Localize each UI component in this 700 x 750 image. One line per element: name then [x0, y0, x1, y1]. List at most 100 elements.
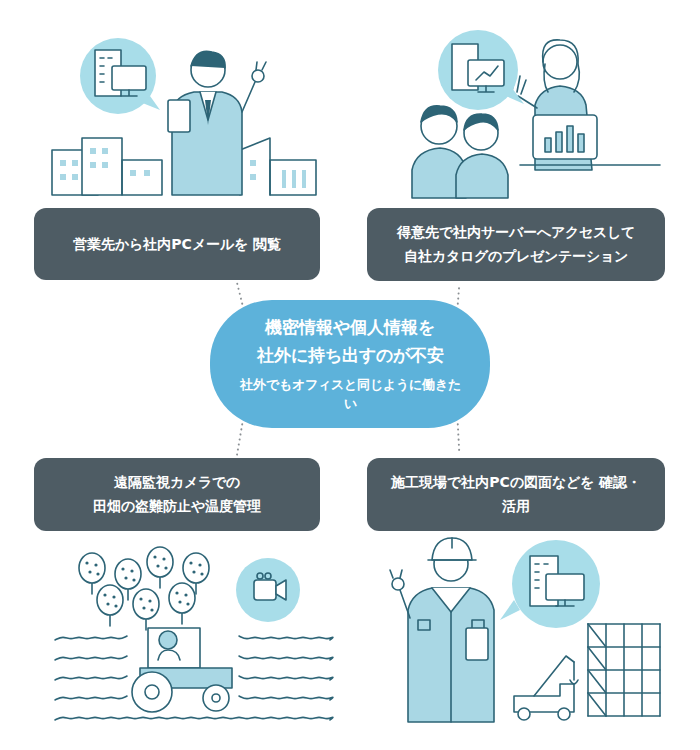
illustration-stroke: [97, 585, 123, 615]
illustration-stroke: [242, 82, 255, 112]
illustration-stroke: [558, 708, 570, 720]
illustration-stroke: [578, 134, 584, 152]
illustration-stroke: [302, 170, 306, 188]
illustration-stroke: [212, 694, 220, 702]
construction-worker: [390, 538, 494, 722]
central-concern-pill: 機密情報や個人情報を 社外に持ち出すのが不安社外でもオフィスと同じように働きたい: [210, 300, 490, 427]
concern-subtext: 社外でもオフィスと同じように働きたい: [236, 375, 464, 414]
illustration-stroke: [533, 115, 597, 159]
businessman-figure: [168, 51, 266, 195]
illustration-stroke: [588, 623, 660, 625]
illustration-stroke: [124, 576, 127, 579]
illustration-stroke: [178, 600, 181, 603]
illustration-stroke: [270, 160, 316, 195]
illustration-stroke: [132, 578, 135, 581]
illustration-stroke: [428, 559, 476, 561]
illustration-stroke: [55, 636, 127, 640]
illustration-stroke: [556, 132, 562, 152]
illustration-stroke: [164, 566, 167, 569]
illustration-stroke: [175, 591, 178, 594]
orchard-trees: [79, 547, 209, 630]
crane-truck: [514, 656, 578, 720]
illustration-stroke: [257, 573, 263, 579]
illustration-stroke: [106, 602, 109, 605]
dotted-connector: [458, 284, 460, 304]
illustration-stroke: [478, 86, 494, 92]
illustration-stroke: [144, 170, 150, 176]
illustration-stroke: [132, 672, 172, 712]
illustration-stroke: [450, 612, 452, 722]
illustration-stroke: [239, 676, 333, 680]
illustration-stroke: [556, 600, 574, 606]
dotted-connector: [237, 283, 242, 304]
illustration-stroke: [133, 589, 159, 619]
illustration-stroke: [451, 538, 453, 548]
illustration-stroke: [121, 567, 124, 570]
scenario-box: 営業先から社内PCメールを 閲覧: [34, 208, 320, 280]
illustration-stroke: [570, 680, 578, 684]
illustration-stroke: [468, 60, 504, 86]
illustration-stroke: [168, 100, 190, 132]
illustration-stroke: [252, 70, 264, 82]
illustration-stroke: [543, 45, 577, 79]
illustration-stroke: [239, 636, 333, 640]
illustration-stroke: [72, 160, 78, 166]
illustration-stroke: [250, 160, 256, 166]
illustration-stroke: [55, 676, 127, 680]
illustration-stroke: [60, 160, 66, 166]
camera-bubble: [236, 558, 300, 622]
illustration-stroke: [535, 564, 548, 588]
illustration-stroke: [421, 106, 457, 122]
illustration-stroke: [546, 574, 584, 600]
illustration-stroke: [418, 620, 430, 630]
illustration-stroke: [122, 160, 162, 195]
illustration-stroke: [543, 40, 580, 92]
illustration-stroke: [90, 148, 96, 154]
illustration-stroke: [60, 174, 66, 180]
scenario-box: 得意先で社内サーバーへアクセスして 自社カタログのプレゼンテーション: [367, 208, 665, 281]
illustration-stroke: [456, 154, 508, 198]
illustration-stroke: [139, 597, 142, 600]
illustration-stroke: [282, 170, 286, 188]
illustration-stroke: [464, 114, 498, 130]
illustration-stroke: [408, 588, 494, 722]
illustration-stroke: [392, 578, 404, 590]
dotted-connector: [237, 424, 242, 454]
illustration-stroke: [184, 593, 187, 596]
illustration-stroke: [239, 696, 333, 700]
illustration-stroke: [265, 573, 271, 579]
scenario-label: 得意先で社内サーバーへアクセスして 自社カタログのプレゼンテーション: [383, 220, 649, 269]
illustration-stroke: [102, 148, 108, 154]
illustration-stroke: [236, 558, 300, 622]
illustration-stroke: [186, 602, 189, 605]
illustration-stroke: [588, 647, 606, 670]
speech-bubble-chart: [438, 30, 524, 110]
illustration-stroke: [500, 600, 520, 620]
illustration-stroke: [400, 590, 410, 618]
scenario-label: 営業先から社内PCメールを 閲覧: [73, 232, 280, 257]
illustration-stroke: [432, 538, 472, 560]
illustration-stroke: [292, 170, 296, 188]
illustration-stroke: [254, 580, 276, 600]
speech-bubble-office: [80, 38, 160, 114]
illustration-stroke: [390, 570, 402, 578]
scenario-label: 施工現場で社内PCの図面などを 確認・活用: [383, 470, 649, 519]
illustration-stroke: [115, 559, 141, 589]
scaffolding: [588, 624, 660, 716]
illustration-stroke: [438, 30, 518, 110]
illustration-stroke: [72, 174, 78, 180]
illustration-stroke: [162, 557, 165, 560]
illustration-stroke: [534, 656, 574, 696]
illustration-stroke: [203, 685, 229, 711]
illustration-stroke: [158, 650, 180, 660]
tractor: [132, 628, 232, 712]
illustration-stroke: [148, 599, 151, 602]
illustration-stroke: [588, 670, 606, 693]
illustration-stroke: [256, 62, 266, 70]
illustration-stroke: [100, 58, 112, 82]
illustration-stroke: [103, 593, 106, 596]
illustration-stroke: [55, 656, 127, 660]
illustration-stroke: [114, 604, 117, 607]
illustration-stroke: [588, 624, 606, 647]
